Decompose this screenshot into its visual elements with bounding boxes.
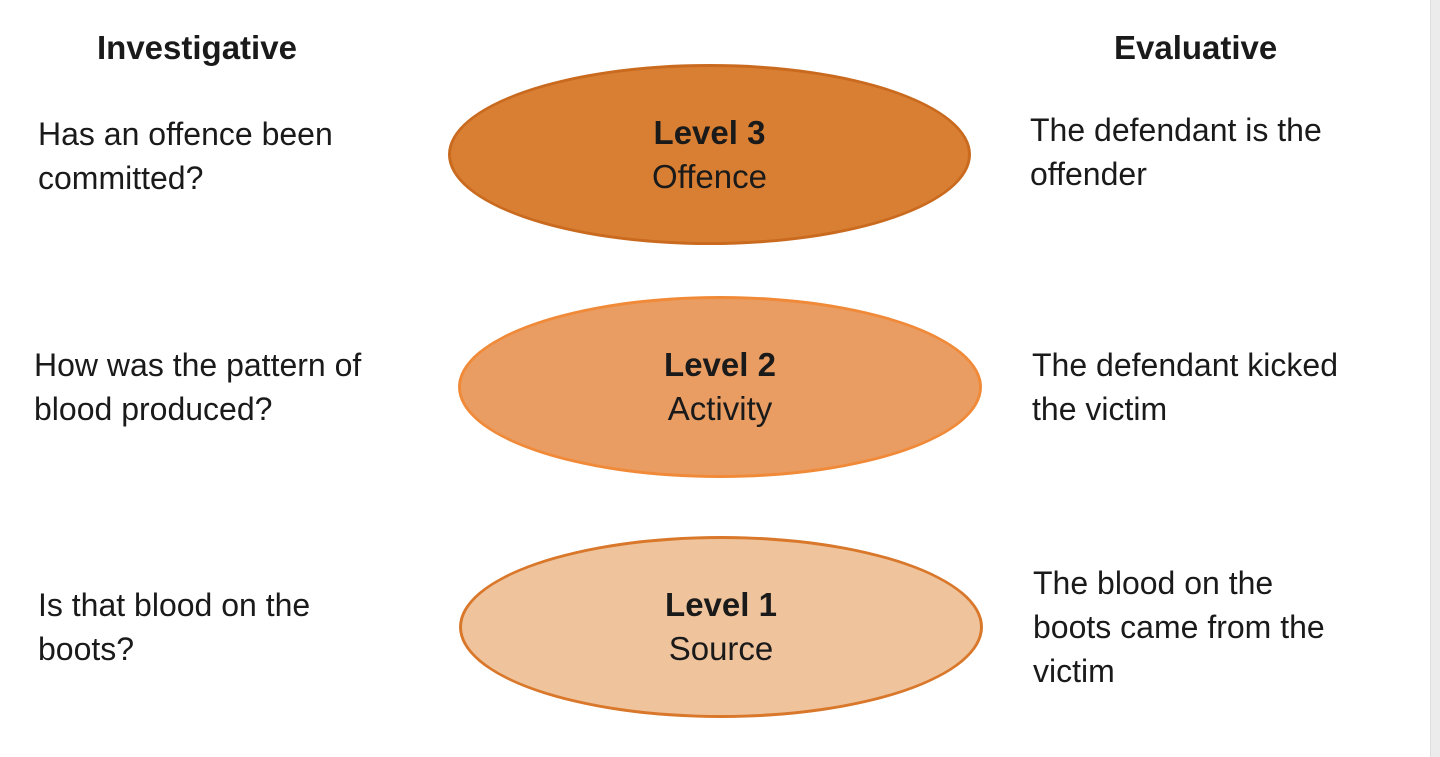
level-3-subtitle: Offence xyxy=(652,157,767,195)
evaluative-heading: Evaluative xyxy=(1114,29,1278,66)
evaluative-statement-level-3: The defendant is the offender xyxy=(1030,112,1322,192)
level-1-subtitle: Source xyxy=(668,630,774,667)
evaluative-statement-level-1: The blood on the boots came from the vic… xyxy=(1033,565,1325,689)
investigative-heading: Investigative xyxy=(97,29,297,66)
window-edge-scrollbar[interactable] xyxy=(1430,0,1440,757)
level-3-ellipse: Level 3 Offence xyxy=(448,64,971,245)
investigative-question-level-2: How was the pattern of blood produced? xyxy=(34,347,362,427)
level-3-title: Level 3 xyxy=(653,113,766,151)
level-2-subtitle: Activity xyxy=(667,390,773,427)
level-2-title: Level 2 xyxy=(664,346,776,383)
level-1-ellipse: Level 1 Source xyxy=(459,536,983,718)
investigative-question-level-1: Is that blood on the boots? xyxy=(38,587,311,667)
level-1-title: Level 1 xyxy=(665,586,777,623)
level-2-ellipse: Level 2 Activity xyxy=(458,296,982,478)
evaluative-statement-level-2: The defendant kicked the victim xyxy=(1032,347,1338,427)
investigative-question-level-3: Has an offence been committed? xyxy=(38,116,333,196)
